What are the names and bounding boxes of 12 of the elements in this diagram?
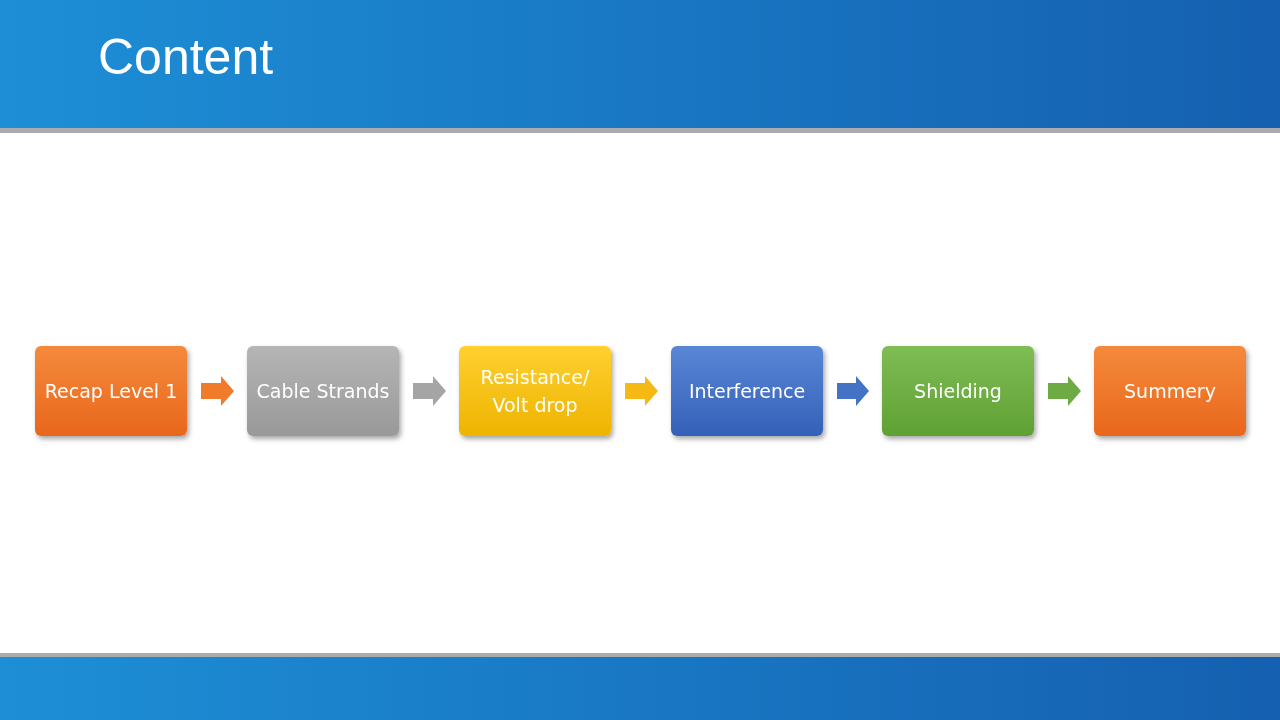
process-box: Summery — [1094, 346, 1246, 436]
arrow — [625, 376, 658, 406]
arrow — [413, 376, 446, 406]
slide-title: Content — [98, 28, 274, 86]
arrow — [201, 376, 234, 406]
process-box: Resistance/ Volt drop — [459, 346, 611, 436]
arrow — [1048, 376, 1081, 406]
process-box: Recap Level 1 — [35, 346, 187, 436]
arrow — [837, 376, 869, 406]
process-box: Shielding — [882, 346, 1034, 436]
process-box: Cable Strands — [247, 346, 399, 436]
process-box: Interference — [671, 346, 823, 436]
